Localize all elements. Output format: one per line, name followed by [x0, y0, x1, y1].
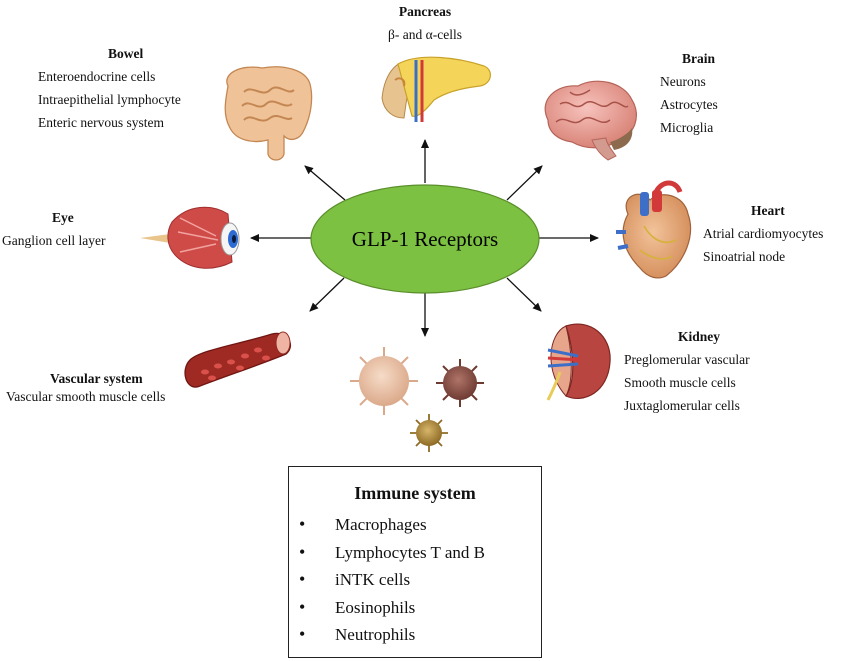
brain-icon [544, 80, 637, 161]
list-item: iNTK cells [299, 566, 485, 594]
list-item: Neutrophils [299, 621, 485, 649]
eye-line-1: Ganglion cell layer [2, 233, 106, 248]
intestine-icon [224, 66, 313, 161]
center-label: GLP-1 Receptors [351, 226, 499, 251]
list-item: Eosinophils [299, 594, 485, 622]
brain-label: Brain Neurons Astrocytes Microglia [660, 47, 718, 139]
heart-line-1: Atrial cardiomyocytes [703, 226, 824, 241]
pancreas-label: Pancreas β- and α-cells [364, 0, 486, 46]
brain-line-2: Astrocytes [660, 97, 718, 112]
heart-icon [616, 180, 692, 279]
brain-line-3: Microglia [660, 120, 714, 135]
immune-system-box: Immune system Macrophages Lymphocytes T … [288, 466, 542, 658]
vascular-line-1: Vascular smooth muscle cells [6, 389, 166, 404]
pancreas-line-1: β- and α-cells [388, 27, 462, 42]
immune-title: Immune system [354, 483, 476, 503]
vascular-title: Vascular system [50, 371, 143, 386]
heart-title: Heart [751, 203, 785, 218]
eye-title: Eye [52, 210, 74, 225]
arrow-to-brain [506, 165, 543, 201]
kidney-line-2: Smooth muscle cells [624, 375, 736, 390]
arrows [250, 139, 599, 337]
kidney-line-3: Juxtaglomerular cells [624, 398, 740, 413]
brain-title: Brain [682, 51, 716, 66]
bowel-label: Bowel Enteroendocrine cells Intraepithel… [38, 42, 181, 134]
arrow-to-bowel [304, 165, 346, 201]
heart-label: Heart Atrial cardiomyocytes Sinoatrial n… [703, 199, 823, 268]
kidney-label: Kidney Preglomerular vascular Smooth mus… [624, 325, 750, 417]
heart-line-2: Sinoatrial node [703, 249, 786, 264]
bowel-line-1: Enteroendocrine cells [38, 69, 156, 84]
kidney-icon [546, 323, 611, 401]
kidney-title: Kidney [678, 329, 721, 344]
kidney-line-1: Preglomerular vascular [624, 352, 750, 367]
pancreas-title: Pancreas [398, 4, 452, 19]
immune-cells-icon [350, 347, 484, 452]
arrow-to-kidney [506, 277, 542, 312]
immune-list: Macrophages Lymphocytes T and B iNTK cel… [299, 511, 485, 649]
pancreas-icon [381, 56, 491, 122]
bowel-line-3: Enteric nervous system [38, 115, 164, 130]
eye-label: Eye Ganglion cell layer [2, 206, 105, 252]
brain-line-1: Neurons [660, 74, 706, 89]
eye-icon [140, 206, 240, 269]
bowel-line-2: Intraepithelial lymphocyte [38, 92, 181, 107]
list-item: Lymphocytes T and B [299, 539, 485, 567]
arrow-to-vascular [309, 277, 345, 312]
center-ellipse [310, 184, 540, 294]
list-item: Macrophages [299, 511, 485, 539]
bowel-title: Bowel [108, 46, 144, 61]
vascular-label: Vascular system Vascular smooth muscle c… [6, 370, 165, 406]
blood-vessel-icon [184, 331, 291, 388]
